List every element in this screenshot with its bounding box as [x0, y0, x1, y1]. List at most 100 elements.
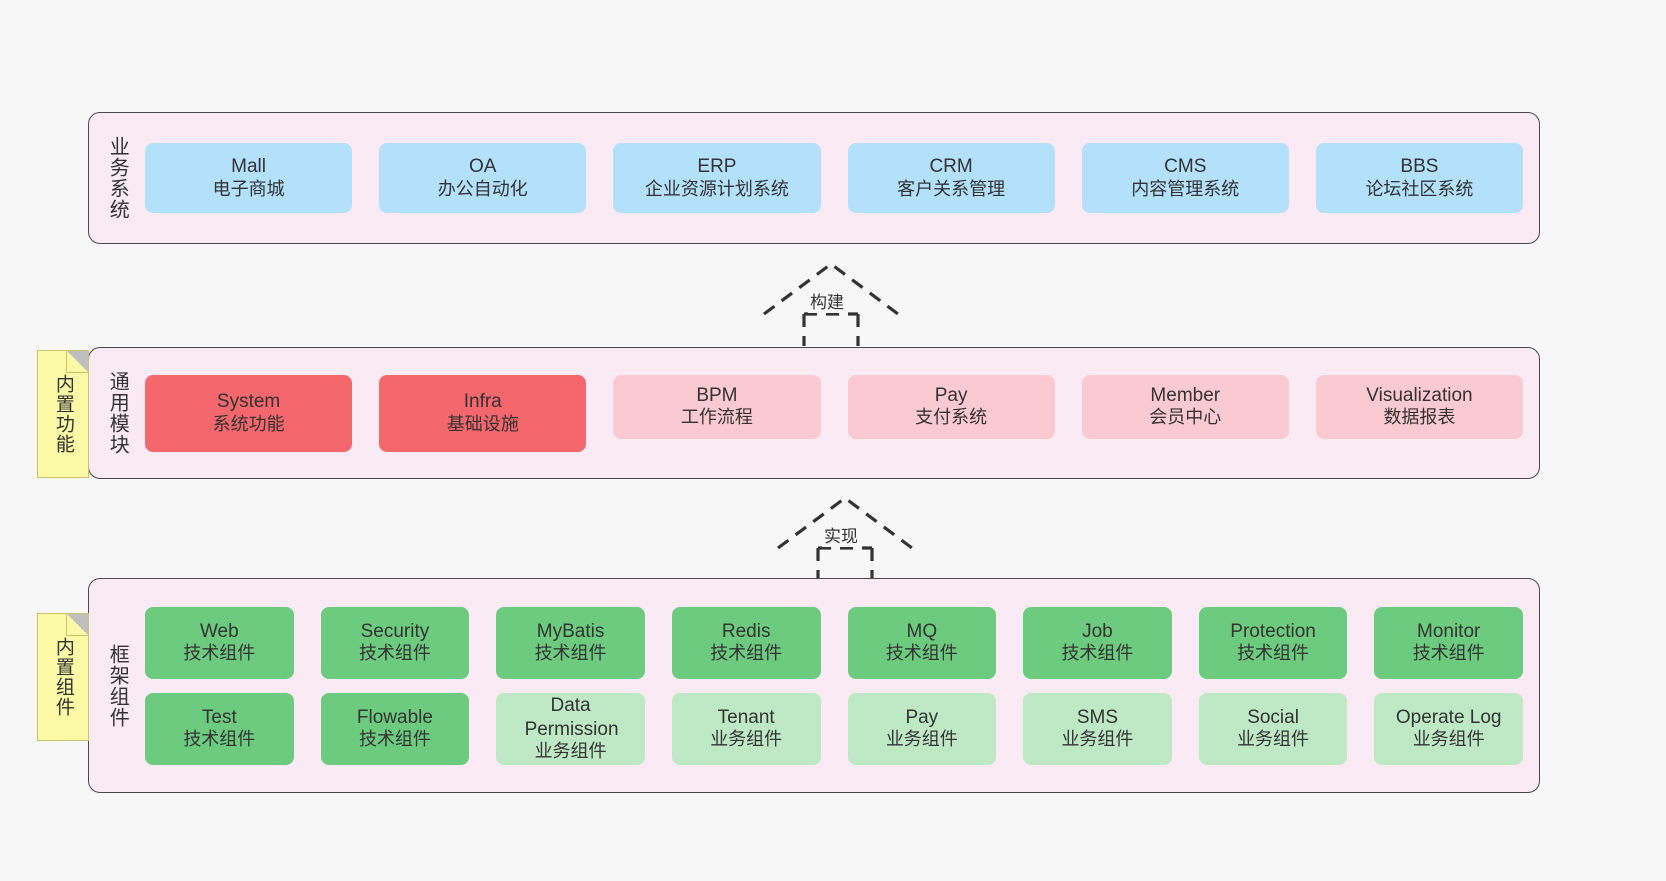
node-crm-en: CRM [929, 156, 973, 178]
node-erp-cn: 企业资源计划系统 [644, 178, 789, 199]
node-operate-log-cn: 业务组件 [1412, 729, 1485, 750]
node-pay-module-en: Pay [934, 384, 968, 406]
node-security-en: Security [360, 620, 430, 642]
node-pay-module[interactable]: Pay 支付系统 [847, 374, 1055, 439]
node-mall[interactable]: Mall 电子商城 [145, 143, 353, 213]
node-tenant[interactable]: Tenant 业务组件 [671, 692, 821, 765]
node-oa[interactable]: OA 办公自动化 [379, 143, 587, 213]
node-crm-cn: 客户关系管理 [897, 178, 1006, 199]
node-crm[interactable]: CRM 客户关系管理 [847, 143, 1055, 213]
node-job-cn: 技术组件 [1061, 643, 1134, 664]
node-flowable[interactable]: Flowable 技术组件 [320, 692, 470, 765]
node-web[interactable]: Web 技术组件 [145, 606, 294, 679]
node-bbs-cn: 论坛社区系统 [1365, 178, 1474, 199]
node-oa-en: OA [469, 156, 497, 178]
node-mq-en: MQ [906, 620, 938, 642]
node-mq-cn: 技术组件 [885, 643, 958, 664]
node-sms[interactable]: SMS 业务组件 [1023, 692, 1172, 765]
node-infra-en: Infra [463, 391, 502, 413]
node-flowable-en: Flowable [356, 706, 433, 728]
node-infra[interactable]: Infra 基础设施 [379, 374, 587, 452]
node-operate-log[interactable]: Operate Log 业务组件 [1374, 692, 1523, 765]
layer-business-system-title: 业务系统 [106, 136, 129, 220]
builtin-component-note[interactable]: 内置组件 [37, 613, 89, 741]
node-cms-cn: 内容管理系统 [1131, 178, 1240, 199]
layer-framework-component[interactable]: 框架组件 Web 技术组件 Security 技术组件 MyBatis 技术组件 [88, 578, 1540, 793]
node-security-cn: 技术组件 [358, 643, 431, 664]
node-test[interactable]: Test 技术组件 [145, 692, 294, 765]
node-visualization-cn: 数据报表 [1383, 407, 1456, 428]
node-system-cn: 系统功能 [212, 413, 285, 434]
node-bpm-cn: 工作流程 [680, 407, 753, 428]
layer-framework-row-technical: Web 技术组件 Security 技术组件 MyBatis 技术组件 Redi… [145, 606, 1523, 679]
node-protection-cn: 技术组件 [1237, 643, 1310, 664]
node-redis[interactable]: Redis 技术组件 [671, 606, 821, 679]
builtin-component-note-text: 内置组件 [52, 637, 74, 717]
node-protection[interactable]: Protection 技术组件 [1198, 606, 1348, 679]
node-protection-en: Protection [1230, 620, 1316, 642]
node-bpm[interactable]: BPM 工作流程 [613, 374, 821, 439]
node-bpm-en: BPM [696, 384, 738, 406]
node-member-en: Member [1150, 384, 1221, 406]
node-bbs-en: BBS [1400, 156, 1439, 178]
layer-common-module-row: System 系统功能 Infra 基础设施 BPM 工作流程 Pay 支付系统 [145, 374, 1524, 452]
node-tenant-cn: 业务组件 [710, 729, 783, 750]
node-system-en: System [216, 391, 281, 413]
node-data-permission-en: Data Permission [524, 695, 619, 740]
node-infra-cn: 基础设施 [446, 413, 519, 434]
node-cms[interactable]: CMS 内容管理系统 [1081, 143, 1289, 213]
node-tenant-en: Tenant [717, 706, 775, 728]
node-security[interactable]: Security 技术组件 [320, 606, 470, 679]
node-flowable-cn: 技术组件 [358, 729, 431, 750]
node-web-cn: 技术组件 [183, 643, 256, 664]
node-operate-log-en: Operate Log [1395, 706, 1502, 728]
layer-common-module-title: 通用模块 [106, 371, 129, 455]
node-data-permission-cn: 业务组件 [534, 740, 607, 761]
node-job-en: Job [1082, 620, 1113, 642]
layer-framework-row-business: Test 技术组件 Flowable 技术组件 Data Permission … [145, 692, 1523, 765]
builtin-function-note-text: 内置功能 [52, 374, 74, 454]
layer-business-system-body: Mall 电子商城 OA 办公自动化 ERP 企业资源计划系统 CRM 客户关系… [145, 113, 1539, 243]
node-visualization[interactable]: Visualization 数据报表 [1315, 374, 1524, 439]
node-sms-en: SMS [1076, 706, 1119, 728]
node-mybatis-cn: 技术组件 [534, 643, 607, 664]
note-fold-corner-icon [66, 614, 88, 636]
implement-connector-label: 实现 [822, 522, 860, 547]
node-system[interactable]: System 系统功能 [145, 374, 353, 452]
layer-business-system-row: Mall 电子商城 OA 办公自动化 ERP 企业资源计划系统 CRM 客户关系… [145, 143, 1524, 213]
layer-common-module-body: System 系统功能 Infra 基础设施 BPM 工作流程 Pay 支付系统 [145, 348, 1539, 478]
node-monitor-en: Monitor [1417, 620, 1481, 642]
node-pay-component-en: Pay [905, 706, 939, 728]
builtin-function-note[interactable]: 内置功能 [37, 350, 89, 478]
layer-business-system[interactable]: 业务系统 Mall 电子商城 OA 办公自动化 ERP 企业资源计划系统 [88, 112, 1540, 244]
node-job[interactable]: Job 技术组件 [1023, 606, 1172, 679]
build-connector: 构建 [756, 258, 906, 346]
node-cms-en: CMS [1164, 156, 1207, 178]
node-web-en: Web [199, 620, 239, 642]
layer-common-module[interactable]: 通用模块 System 系统功能 Infra 基础设施 BPM 工作流程 [88, 347, 1540, 479]
node-social-cn: 业务组件 [1237, 729, 1310, 750]
node-redis-cn: 技术组件 [710, 643, 783, 664]
node-data-permission[interactable]: Data Permission 业务组件 [496, 692, 645, 765]
node-mall-cn: 电子商城 [212, 178, 285, 199]
note-fold-corner-icon [66, 351, 88, 373]
implement-connector: 实现 [770, 492, 920, 580]
node-social[interactable]: Social 业务组件 [1198, 692, 1348, 765]
node-test-en: Test [201, 706, 237, 728]
node-member[interactable]: Member 会员中心 [1081, 374, 1289, 439]
node-mybatis-en: MyBatis [536, 620, 605, 642]
node-monitor-cn: 技术组件 [1412, 643, 1485, 664]
layer-framework-component-title: 框架组件 [106, 643, 129, 728]
node-bbs[interactable]: BBS 论坛社区系统 [1315, 143, 1524, 213]
node-sms-cn: 业务组件 [1061, 729, 1134, 750]
node-mybatis[interactable]: MyBatis 技术组件 [496, 606, 645, 679]
node-oa-cn: 办公自动化 [437, 178, 528, 199]
node-mq[interactable]: MQ 技术组件 [847, 606, 997, 679]
node-pay-component[interactable]: Pay 业务组件 [847, 692, 997, 765]
node-mall-en: Mall [231, 156, 266, 178]
layer-framework-component-body: Web 技术组件 Security 技术组件 MyBatis 技术组件 Redi… [145, 579, 1539, 792]
node-monitor[interactable]: Monitor 技术组件 [1374, 606, 1523, 679]
node-redis-en: Redis [721, 620, 771, 642]
node-erp[interactable]: ERP 企业资源计划系统 [613, 143, 821, 213]
